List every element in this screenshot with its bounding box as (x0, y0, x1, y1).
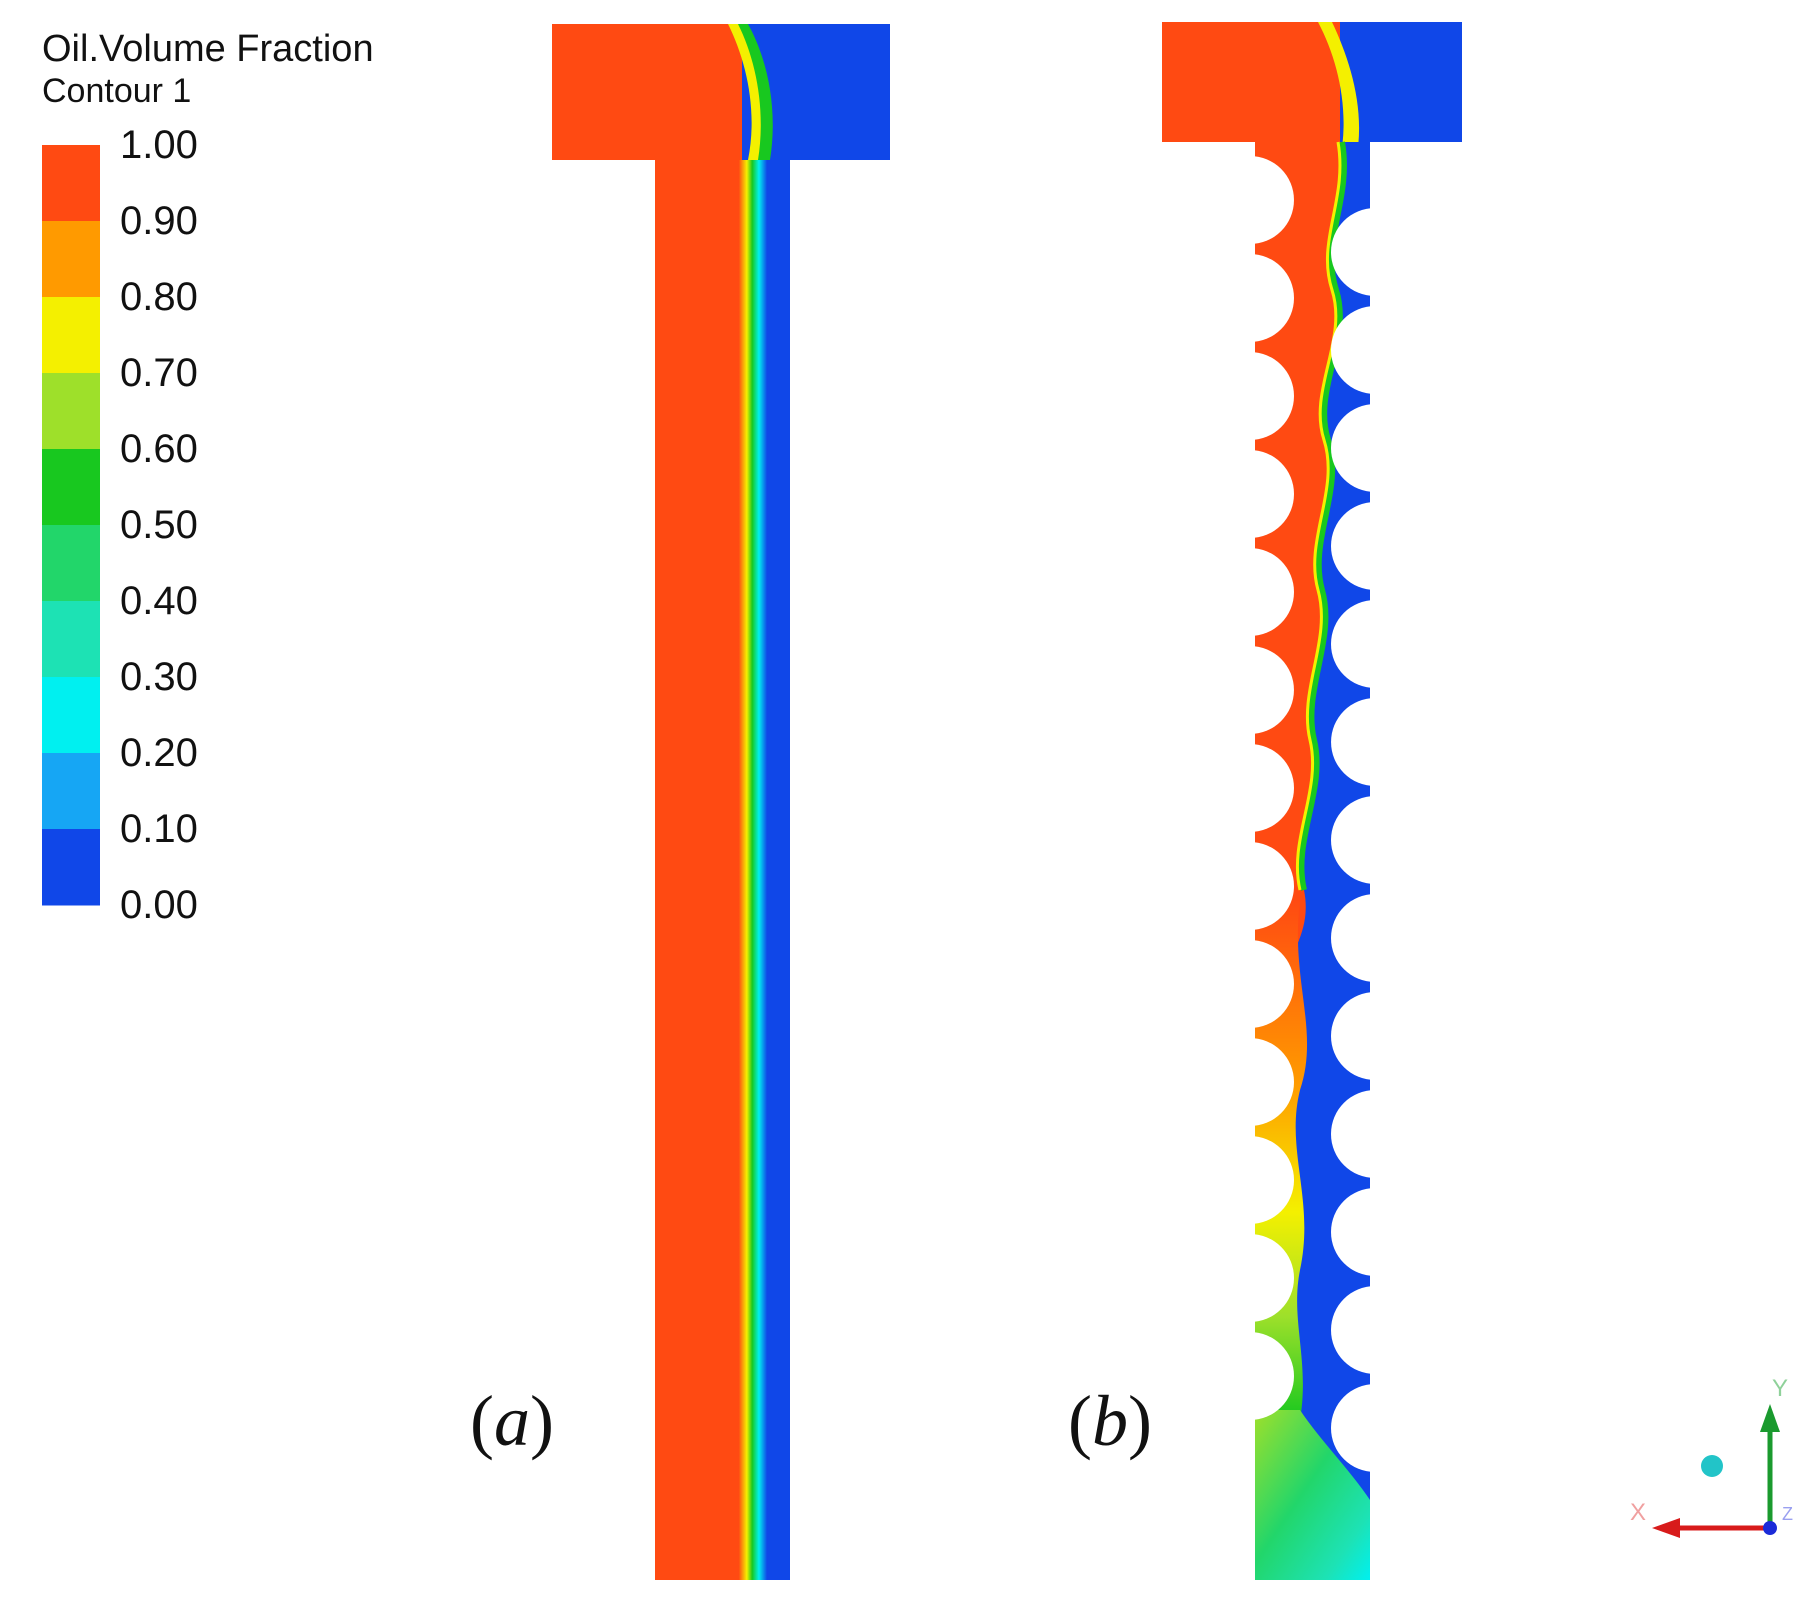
legend-band (42, 373, 100, 450)
obstacle-right (1331, 796, 1375, 884)
obstacle-left (1250, 646, 1294, 734)
panel-b-right-margin (1372, 142, 1432, 1582)
obstacle-right (1331, 894, 1375, 982)
obstacle-right (1331, 1090, 1375, 1178)
panel-b-oil-inlet (1162, 22, 1352, 142)
panel-b-label: (b) (1068, 1381, 1152, 1461)
obstacle-left (1250, 156, 1294, 244)
panel-a-oil-inlet (552, 24, 742, 160)
panel-a-inlet-interface-yellow (728, 24, 761, 160)
obstacle-left (1250, 352, 1294, 440)
legend-tick-label: 0.90 (120, 199, 198, 243)
panel-a-main-channel (655, 160, 790, 1580)
panel-b-inlet-interface (1318, 22, 1360, 160)
obstacle-right (1331, 404, 1375, 492)
obstacle-left (1250, 548, 1294, 636)
obstacle-left (1250, 940, 1294, 1028)
triad-z-axis (1763, 1521, 1777, 1535)
triad-x-arrowhead (1652, 1518, 1680, 1538)
panel-b-bottom-mixed-region (1255, 1410, 1370, 1580)
obstacle-right (1331, 1286, 1375, 1374)
legend-band (42, 601, 100, 678)
legend-band (42, 753, 100, 830)
obstacle-right (1331, 698, 1375, 786)
panel-b-water-inlet (1340, 22, 1462, 142)
obstacle-right (1331, 1188, 1375, 1276)
legend-tick-label: 0.70 (120, 351, 198, 395)
obstacle-right (1331, 306, 1375, 394)
legend-tick-label: 0.80 (120, 275, 198, 319)
obstacle-right (1331, 992, 1375, 1080)
panel-b-left-margin (1200, 142, 1255, 1582)
legend-tick-label: 0.60 (120, 427, 198, 471)
obstacle-left (1250, 744, 1294, 832)
legend-contour-title: Contour 1 (42, 72, 192, 110)
obstacle-left (1250, 450, 1294, 538)
panel-a-label: (a) (470, 1381, 554, 1461)
obstacle-right (1331, 1384, 1375, 1472)
obstacle-right (1331, 502, 1375, 590)
triad-y-arrowhead (1760, 1404, 1780, 1432)
triad-y-label: Y (1772, 1375, 1788, 1402)
legend-variable-title: Oil.Volume Fraction (42, 28, 374, 70)
obstacle-left (1250, 254, 1294, 342)
legend-band (42, 677, 100, 754)
panel-a-inlet-interface (728, 24, 773, 160)
panel-b-channel-interface-yellow (1295, 141, 1342, 891)
obstacle-right (1331, 600, 1375, 688)
legend-tick-label: 0.00 (120, 883, 198, 927)
legend-tick-label: 0.50 (120, 503, 198, 547)
panel-b-channel-interface (1298, 141, 1347, 891)
panel-b-contour (1162, 22, 1462, 1582)
legend-color-bar (42, 145, 100, 906)
legend-band (42, 525, 100, 602)
legend-band (42, 297, 100, 374)
triad-x-label: X (1630, 1499, 1646, 1526)
legend-band (42, 221, 100, 298)
obstacle-left (1250, 1136, 1294, 1224)
legend-band (42, 829, 100, 906)
legend-tick-label: 1.00 (120, 123, 198, 167)
obstacle-left (1250, 1038, 1294, 1126)
axis-triad: Y X Z (1630, 1375, 1793, 1538)
panel-b-obstacles (1200, 142, 1432, 1582)
obstacle-left (1250, 842, 1294, 930)
obstacle-left (1250, 1332, 1294, 1420)
legend-tick-label: 0.20 (120, 731, 198, 775)
obstacle-right (1331, 208, 1375, 296)
obstacle-left (1250, 1234, 1294, 1322)
legend-tick-label: 0.30 (120, 655, 198, 699)
panel-a-contour (552, 24, 890, 1580)
legend-band (42, 145, 100, 222)
legend-tick-label: 0.40 (120, 579, 198, 623)
triad-ball (1701, 1455, 1723, 1477)
legend-tick-label: 0.10 (120, 807, 198, 851)
legend-band (42, 449, 100, 526)
triad-z-label: Z (1782, 1504, 1793, 1524)
